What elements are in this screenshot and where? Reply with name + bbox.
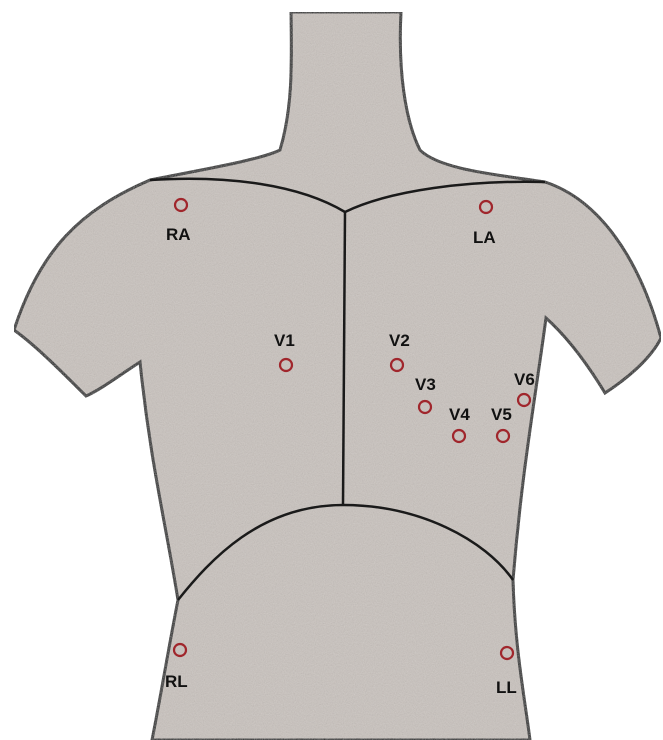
electrode-v1-label: V1 [274,331,295,350]
electrode-ll-label: LL [496,678,517,697]
torso-outline [14,12,661,740]
electrode-v4-label: V4 [449,405,470,424]
electrode-v3-label: V3 [415,375,436,394]
electrode-ra-label: RA [166,225,191,244]
electrode-rl-label: RL [165,672,188,691]
electrode-la-label: LA [473,228,496,247]
electrode-v2-label: V2 [389,331,410,350]
electrode-v5-label: V5 [491,405,512,424]
electrode-v6-label: V6 [514,370,535,389]
